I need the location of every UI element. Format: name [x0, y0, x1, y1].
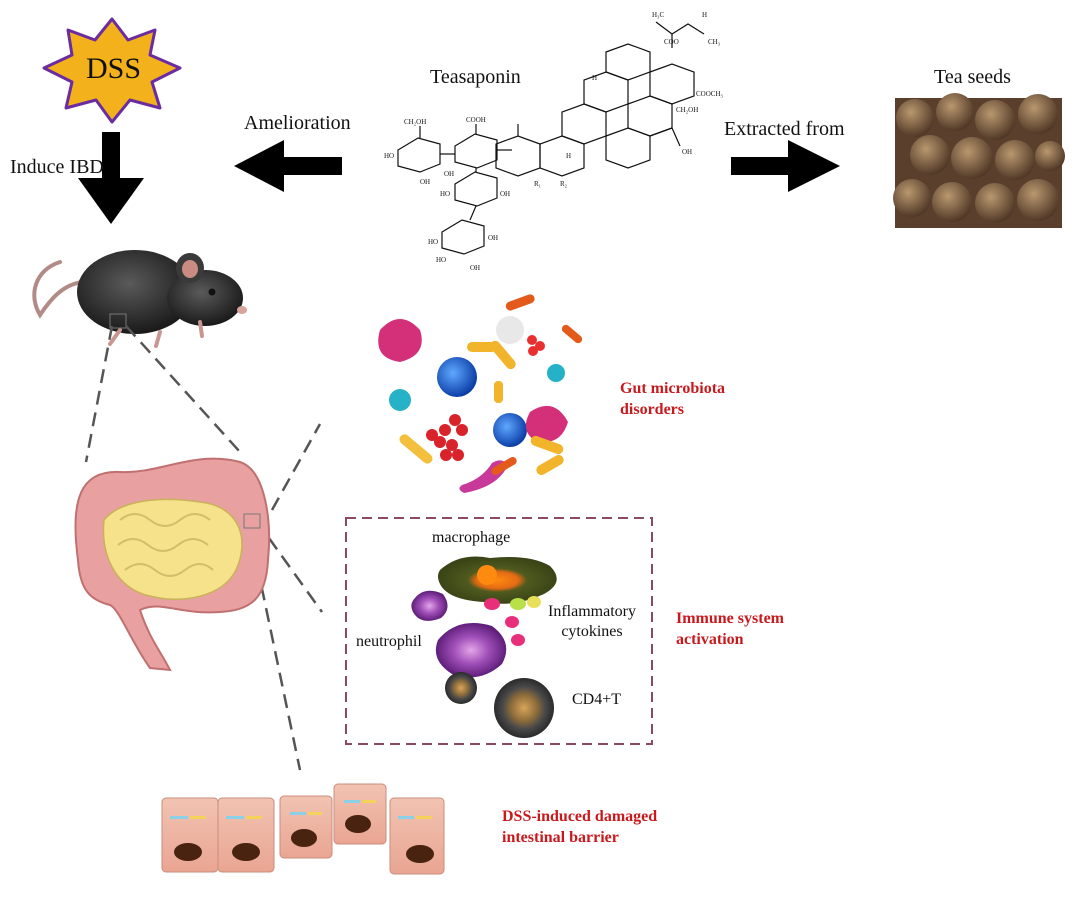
label-h-ring: H: [592, 74, 597, 82]
gut-microbiota-line2: disorders: [620, 401, 684, 418]
macrophage-label: macrophage: [432, 529, 511, 546]
mouse-illustration: [32, 250, 247, 348]
label-h-top: H: [702, 11, 707, 19]
structure-text: H₃C H COO CH₃ COOCH₃ CH₂OH OH H CH₂OH CO…: [384, 11, 724, 272]
label-ho-c: HO: [428, 238, 438, 246]
zoom-lines: [84, 325, 324, 771]
label-h-low: H: [566, 152, 571, 160]
barrier-cells: [161, 783, 445, 875]
tea-seeds-photo: [893, 93, 1065, 228]
gut-microbiota-cluster: [373, 293, 583, 493]
tea-seeds-label: Tea seeds: [934, 66, 1011, 88]
teasaponin-label: Teasaponin: [430, 66, 521, 88]
immune-line2: activation: [676, 631, 744, 648]
gut-microbiota-label: Gut microbiota disorders: [620, 378, 725, 420]
cytokines-line1: Inflammatory: [548, 603, 636, 620]
label-ho-a: HO: [384, 152, 394, 160]
cd4t-label: CD4+T: [572, 691, 622, 708]
induce-arrow: [78, 132, 144, 224]
barrier-line1: DSS-induced damaged: [502, 808, 658, 825]
label-oh-1: OH: [682, 148, 692, 156]
label-oh-e: OH: [420, 178, 430, 186]
dss-burst: [42, 17, 182, 124]
label-h3c: H₃C: [652, 11, 664, 19]
gut-microbiota-line1: Gut microbiota: [620, 380, 726, 397]
label-coo: COO: [664, 38, 679, 46]
label-ho-b: HO: [440, 190, 450, 198]
label-ch2oh-sugar: CH₂OH: [404, 118, 426, 126]
dss-label: DSS: [86, 52, 142, 85]
barrier-label: DSS-induced damaged intestinal barrier: [502, 806, 657, 848]
extracted-from-label: Extracted from: [724, 118, 845, 140]
amelioration-arrow: [234, 140, 342, 192]
cytokines-label: Inflammatory cytokines: [548, 602, 636, 642]
label-r2: R₂: [560, 180, 568, 188]
label-oh-b: OH: [500, 190, 510, 198]
cytokines-line2: cytokines: [561, 623, 623, 640]
label-oh-a: OH: [444, 170, 454, 178]
label-r1: R₁: [534, 180, 541, 188]
immune-line1: Immune system: [676, 610, 784, 627]
label-ch2oh-1: CH₂OH: [676, 106, 698, 114]
immune-box: [345, 517, 653, 745]
immune-activation-label: Immune system activation: [676, 608, 784, 650]
induce-ibd-label: Induce IBD: [10, 156, 104, 178]
teasaponin-structure: [397, 21, 705, 255]
label-oh-d: OH: [470, 264, 480, 272]
intestine-illustration: [74, 457, 271, 672]
neutrophil-label: neutrophil: [356, 633, 422, 650]
label-oh-c: OH: [488, 234, 498, 242]
extracted-arrow: [731, 140, 840, 192]
label-ch3: CH₃: [708, 38, 721, 46]
label-ho-d: HO: [436, 256, 446, 264]
immune-cells: [411, 556, 557, 738]
label-cooch3: COOCH₃: [696, 90, 724, 98]
barrier-line2: intestinal barrier: [502, 829, 619, 846]
amelioration-label: Amelioration: [244, 112, 351, 134]
label-cooh: COOH: [466, 116, 486, 124]
